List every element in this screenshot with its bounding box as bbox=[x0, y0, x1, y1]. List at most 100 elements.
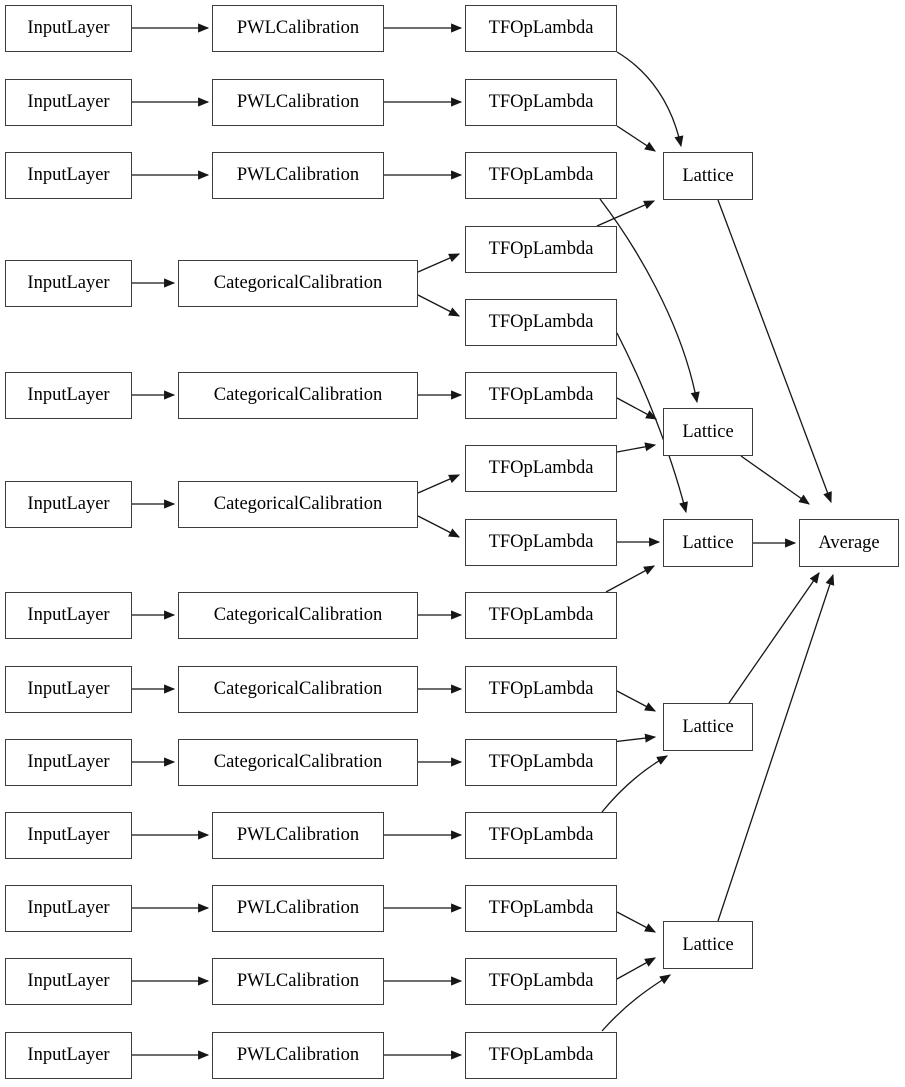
edge-tf3-to-lat2 bbox=[599, 198, 700, 404]
tf_op_lambda-label: TFOpLambda bbox=[488, 92, 594, 113]
input_layer-label: InputLayer bbox=[27, 18, 110, 39]
lattice-label: Lattice bbox=[682, 716, 734, 737]
edge-lat4-to-avg bbox=[728, 572, 820, 704]
node-il2: InputLayer bbox=[5, 79, 132, 126]
edge-cc6-to-tf6b bbox=[417, 515, 461, 538]
input_layer-label: InputLayer bbox=[27, 898, 110, 919]
node-tf4a: TFOpLambda bbox=[465, 226, 617, 273]
edge-tf8-to-lat4 bbox=[616, 690, 657, 712]
tf_op_lambda-label: TFOpLambda bbox=[488, 165, 594, 186]
input_layer-label: InputLayer bbox=[27, 825, 110, 846]
node-cc4: CategoricalCalibration bbox=[178, 260, 418, 307]
node-il7: InputLayer bbox=[5, 592, 132, 639]
node-cc8: CategoricalCalibration bbox=[178, 666, 418, 713]
node-il9: InputLayer bbox=[5, 739, 132, 786]
edges-group bbox=[132, 23, 835, 1060]
node-cc7: CategoricalCalibration bbox=[178, 592, 418, 639]
node-il4: InputLayer bbox=[5, 260, 132, 307]
node-pwl3: PWLCalibration bbox=[212, 152, 384, 199]
node-il12: InputLayer bbox=[5, 958, 132, 1005]
edge-tf1-to-lat1 bbox=[616, 51, 684, 148]
node-tf7: TFOpLambda bbox=[465, 592, 617, 639]
categorical_calibration-label: CategoricalCalibration bbox=[213, 385, 383, 406]
node-il13: InputLayer bbox=[5, 1032, 132, 1079]
node-il8: InputLayer bbox=[5, 666, 132, 713]
node-cc6: CategoricalCalibration bbox=[178, 481, 418, 528]
tf_op_lambda-label: TFOpLambda bbox=[488, 825, 594, 846]
node-pwl12: PWLCalibration bbox=[212, 958, 384, 1005]
tf_op_lambda-label: TFOpLambda bbox=[488, 898, 594, 919]
node-pwl2: PWLCalibration bbox=[212, 79, 384, 126]
edge-tf6a-to-lat2 bbox=[616, 442, 657, 453]
node-avg: Average bbox=[799, 519, 899, 567]
node-il3: InputLayer bbox=[5, 152, 132, 199]
tf_op_lambda-label: TFOpLambda bbox=[488, 605, 594, 626]
edge-tf7-to-lat3 bbox=[605, 565, 656, 593]
edge-lat1-to-avg bbox=[717, 199, 832, 504]
input_layer-label: InputLayer bbox=[27, 92, 110, 113]
tf_op_lambda-label: TFOpLambda bbox=[488, 679, 594, 700]
node-cc5: CategoricalCalibration bbox=[178, 372, 418, 419]
edge-cc4-to-tf4b bbox=[417, 294, 461, 317]
average-label: Average bbox=[818, 532, 880, 553]
categorical_calibration-label: CategoricalCalibration bbox=[213, 679, 383, 700]
node-pwl11: PWLCalibration bbox=[212, 885, 384, 932]
node-lat3: Lattice bbox=[663, 519, 753, 567]
categorical_calibration-label: CategoricalCalibration bbox=[213, 752, 383, 773]
pwl_calibration-label: PWLCalibration bbox=[236, 971, 360, 992]
node-lat1: Lattice bbox=[663, 152, 753, 200]
input_layer-label: InputLayer bbox=[27, 679, 110, 700]
edge-tf13-to-lat5 bbox=[601, 974, 671, 1032]
input_layer-label: InputLayer bbox=[27, 752, 110, 773]
tf_op_lambda-label: TFOpLambda bbox=[488, 18, 594, 39]
edge-tf4b-to-lat3 bbox=[616, 332, 688, 514]
edge-tf5-to-lat2 bbox=[616, 397, 658, 420]
node-tf8: TFOpLambda bbox=[465, 666, 617, 713]
input_layer-label: InputLayer bbox=[27, 273, 110, 294]
edge-tf10-to-lat4 bbox=[601, 755, 669, 813]
node-il6: InputLayer bbox=[5, 481, 132, 528]
node-il11: InputLayer bbox=[5, 885, 132, 932]
node-il1: InputLayer bbox=[5, 5, 132, 52]
edge-cc4-to-tf4a bbox=[417, 253, 461, 273]
node-il10: InputLayer bbox=[5, 812, 132, 859]
pwl_calibration-label: PWLCalibration bbox=[236, 165, 360, 186]
input_layer-label: InputLayer bbox=[27, 494, 110, 515]
node-pwl1: PWLCalibration bbox=[212, 5, 384, 52]
node-tf1: TFOpLambda bbox=[465, 5, 617, 52]
categorical_calibration-label: CategoricalCalibration bbox=[213, 605, 383, 626]
node-tf5: TFOpLambda bbox=[465, 372, 617, 419]
pwl_calibration-label: PWLCalibration bbox=[236, 898, 360, 919]
tf_op_lambda-label: TFOpLambda bbox=[488, 532, 594, 553]
edge-tf2-to-lat1 bbox=[616, 125, 656, 152]
lattice-label: Lattice bbox=[682, 532, 734, 553]
tf_op_lambda-label: TFOpLambda bbox=[488, 1045, 594, 1066]
edge-tf11-to-lat5 bbox=[616, 911, 657, 933]
node-lat2: Lattice bbox=[663, 408, 753, 456]
categorical_calibration-label: CategoricalCalibration bbox=[213, 273, 383, 294]
node-pwl10: PWLCalibration bbox=[212, 812, 384, 859]
edge-tf9-to-lat4 bbox=[611, 733, 657, 743]
node-cc9: CategoricalCalibration bbox=[178, 739, 418, 786]
pwl_calibration-label: PWLCalibration bbox=[236, 18, 360, 39]
node-tf13: TFOpLambda bbox=[465, 1032, 617, 1079]
node-tf11: TFOpLambda bbox=[465, 885, 617, 932]
input_layer-label: InputLayer bbox=[27, 165, 110, 186]
lattice-label: Lattice bbox=[682, 165, 734, 186]
node-tf6b: TFOpLambda bbox=[465, 519, 617, 566]
tf_op_lambda-label: TFOpLambda bbox=[488, 239, 594, 260]
input_layer-label: InputLayer bbox=[27, 385, 110, 406]
node-lat4: Lattice bbox=[663, 703, 753, 751]
lattice-label: Lattice bbox=[682, 421, 734, 442]
pwl_calibration-label: PWLCalibration bbox=[236, 92, 360, 113]
node-lat5: Lattice bbox=[663, 921, 753, 969]
edge-tf12-to-lat5 bbox=[616, 957, 657, 980]
tf_op_lambda-label: TFOpLambda bbox=[488, 971, 594, 992]
tf_op_lambda-label: TFOpLambda bbox=[488, 752, 594, 773]
tf_op_lambda-label: TFOpLambda bbox=[488, 385, 594, 406]
edge-cc6-to-tf6a bbox=[417, 474, 461, 494]
input_layer-label: InputLayer bbox=[27, 605, 110, 626]
lattice-label: Lattice bbox=[682, 934, 734, 955]
